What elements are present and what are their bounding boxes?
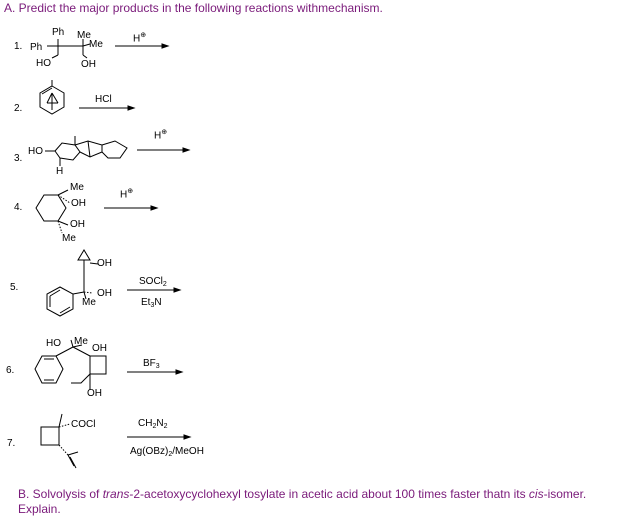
reaction-3-ho: HO (28, 146, 43, 157)
reaction-4-reagent: H⊕ (120, 188, 134, 201)
reaction-4-me-top: Me (70, 182, 84, 193)
pinacol-diol-structure (47, 39, 91, 59)
part-b-question: B. Solvolysis of trans-2-acetoxycyclohex… (18, 487, 587, 516)
reaction-7-number: 7. (7, 438, 16, 449)
part-a-heading: A. Predict the major products in the fol… (4, 1, 383, 15)
reaction-7-cocl: COCl (71, 419, 96, 430)
reaction-4-number: 4. (14, 202, 23, 213)
reaction-4-oh-1: OH (71, 198, 86, 209)
reaction-6-number: 6. (6, 365, 15, 376)
reaction-3-h: H (56, 166, 64, 177)
reaction-1-ho: HO (36, 58, 51, 69)
reaction-2-reagent: HCl (95, 94, 112, 105)
reaction-5-oh-2: OH (97, 288, 112, 299)
reaction-6-reagent: BF3 (143, 358, 160, 370)
reaction-1-oh: OH (81, 59, 96, 70)
reaction-5-oh-1: OH (97, 258, 112, 269)
reaction-4-me-bottom: Me (62, 233, 76, 244)
reaction-6-me: Me (74, 336, 88, 347)
cyclohexane-diol-structure (35, 189, 71, 234)
reaction-7-reagent-bottom: Ag(OBz)2/MeOH (130, 446, 204, 458)
bicyclic-alkene-structure (39, 80, 65, 115)
reaction-4-oh-2: OH (70, 219, 85, 230)
reaction-5-reagent-bottom: Et3N (141, 297, 162, 309)
cyclopropyl-diol-structure (46, 249, 99, 317)
reaction-5-me: Me (82, 297, 96, 308)
reaction-6-oh-2: OH (87, 388, 102, 399)
reaction-1-reagent: H⊕ (133, 32, 147, 45)
reaction-1-me-right: Me (89, 39, 103, 50)
reaction-3-number: 3. (14, 153, 23, 164)
reaction-6-oh-1: OH (92, 343, 107, 354)
cis-term: cis (528, 487, 544, 501)
chroman-cyclobutane-structure (34, 339, 107, 390)
reaction-1-ph-top: Ph (52, 27, 65, 38)
cyclobutane-acyl-chloride-structure (40, 413, 79, 469)
reaction-1-me-top: Me (77, 30, 91, 41)
reaction-3-reagent: H⊕ (154, 129, 168, 142)
reaction-6-ho: HO (46, 338, 61, 349)
reaction-1-number: 1. (14, 41, 23, 52)
trans-term: trans (102, 487, 130, 501)
reaction-5-reagent-top: SOCl2 (139, 276, 167, 288)
reaction-5-number: 5. (10, 282, 19, 293)
reaction-2-number: 2. (14, 103, 23, 114)
reaction-7-reagent-top: CH2N2 (138, 418, 168, 430)
reaction-1-ph-left: Ph (30, 42, 43, 53)
decalin-alcohol-structure (45, 136, 128, 166)
